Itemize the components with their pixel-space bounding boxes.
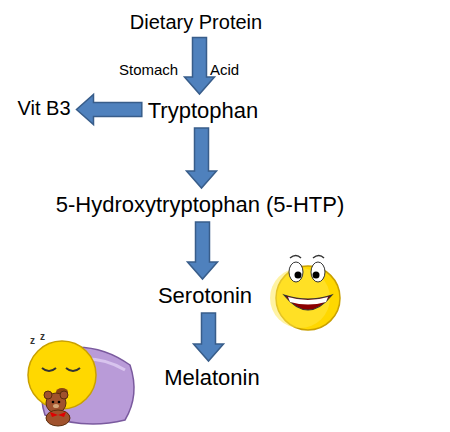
sleeping-emoji bbox=[28, 341, 134, 426]
pathway-step: Dietary Protein bbox=[127, 10, 265, 35]
block-arrow bbox=[187, 128, 217, 188]
block-arrow bbox=[194, 313, 224, 361]
step-label: Stomach bbox=[119, 61, 178, 78]
step-text: Dietary Protein bbox=[130, 11, 262, 34]
pathway-step: Tryptophan bbox=[145, 97, 261, 125]
block-arrow bbox=[188, 222, 218, 279]
pathway-step: Vit B3 bbox=[15, 96, 74, 121]
step-label: Acid bbox=[210, 61, 239, 78]
sleep-letter: z bbox=[30, 335, 35, 346]
teddy-bear bbox=[44, 391, 70, 426]
step-text: Serotonin bbox=[158, 283, 252, 309]
step-text: Tryptophan bbox=[148, 98, 258, 124]
happy-smiley bbox=[270, 256, 340, 331]
sleep-letter: z bbox=[40, 331, 45, 342]
pathway-step: Serotonin bbox=[155, 282, 255, 310]
step-text: 5-Hydroxytryptophan (5-HTP) bbox=[56, 192, 345, 218]
step-text: Melatonin bbox=[164, 365, 259, 391]
step-text: Vit B3 bbox=[18, 97, 71, 120]
pathway-step: Melatonin bbox=[161, 364, 262, 392]
pathway-step: 5-Hydroxytryptophan (5-HTP) bbox=[53, 191, 348, 219]
block-arrow bbox=[77, 95, 142, 125]
